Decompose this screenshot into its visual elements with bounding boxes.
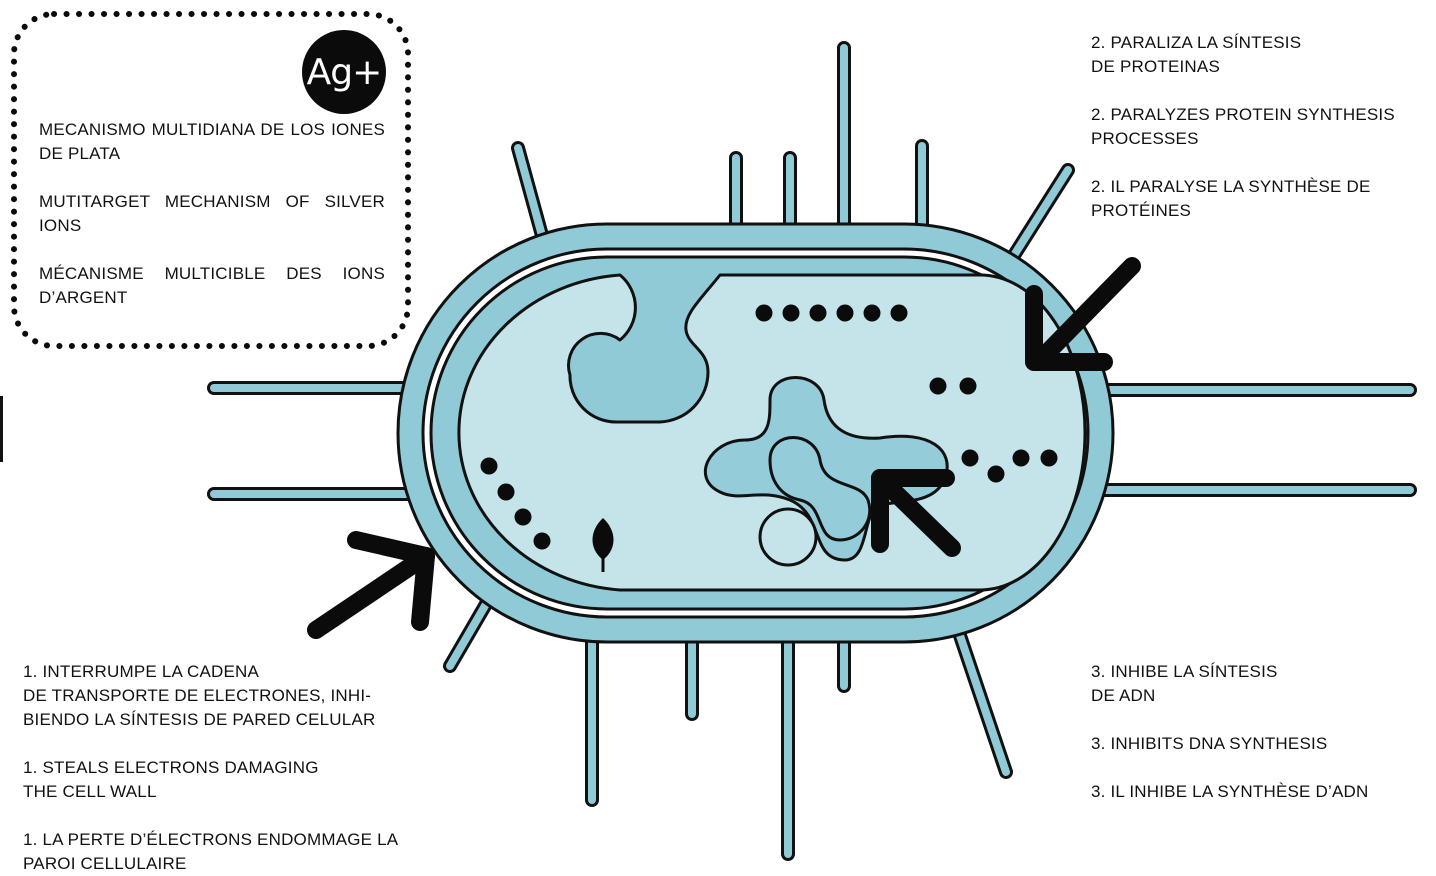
- label-electron-transport: 1. INTERRUMPE LA CADENA DE TRANSPORTE DE…: [23, 660, 463, 876]
- label-3-es: 3. INHIBE LA SÍNTESIS DE ADN: [1091, 660, 1431, 708]
- label-3-en: 3. INHIBITS DNA SYNTHESIS: [1091, 732, 1431, 756]
- label-2-fr: 2. IL PARALYSE LA SYNTHÈSE DE PROTÉINES: [1091, 175, 1436, 223]
- ribosome-dot: [930, 378, 947, 395]
- label-2-es: 2. PARALIZA LA SÍNTESIS DE PROTEINAS: [1091, 31, 1436, 79]
- info-line-en: MUTITARGET MECHANISM OF SILVER IONS: [39, 190, 385, 238]
- arrow-icon-1: [316, 540, 426, 630]
- ribosome-dot: [988, 466, 1005, 483]
- label-2-en: 2. PARALYZES PROTEIN SYNTHESIS PROCESSES: [1091, 103, 1436, 151]
- ribosome-dot: [498, 484, 515, 501]
- ribosome-dot: [783, 305, 800, 322]
- ribosome-dot: [837, 305, 854, 322]
- ribosome-dot: [1013, 450, 1030, 467]
- label-1-en: 1. STEALS ELECTRONS DAMAGING THE CELL WA…: [23, 756, 463, 804]
- label-1-fr: 1. LA PERTE D’ÉLECTRONS ENDOMMAGE LA PAR…: [23, 828, 463, 876]
- ribosome-dot: [534, 533, 551, 550]
- label-dna-synthesis: 3. INHIBE LA SÍNTESIS DE ADN 3. INHIBITS…: [1091, 660, 1431, 804]
- info-line-es: MECANISMO MULTIDIANA DE LOS IONES DE PLA…: [39, 118, 385, 166]
- label-protein-synthesis: 2. PARALIZA LA SÍNTESIS DE PROTEINAS 2. …: [1091, 31, 1436, 223]
- silver-ion-badge: Ag+: [302, 30, 386, 114]
- ribosome-dot: [810, 305, 827, 322]
- info-line-fr: MÉCANISME MULTICIBLE DES IONS D’ARGENT: [39, 262, 385, 310]
- plasmid: [760, 509, 816, 565]
- ribosome-dot: [1041, 450, 1058, 467]
- ribosome-dot: [960, 378, 977, 395]
- ribosome-dot: [864, 305, 881, 322]
- ribosome-dot: [515, 509, 532, 526]
- info-box-text: MECANISMO MULTIDIANA DE LOS IONES DE PLA…: [39, 118, 385, 310]
- ribosome-dot: [891, 305, 908, 322]
- label-3-fr: 3. IL INHIBE LA SYNTHÈSE D’ADN: [1091, 780, 1431, 804]
- ribosome-dot: [962, 450, 979, 467]
- edge-mark: [0, 396, 3, 462]
- ribosome-dot: [481, 458, 498, 475]
- ribosome-dot: [756, 305, 773, 322]
- badge-text: Ag+: [307, 52, 382, 93]
- label-1-es: 1. INTERRUMPE LA CADENA DE TRANSPORTE DE…: [23, 660, 463, 732]
